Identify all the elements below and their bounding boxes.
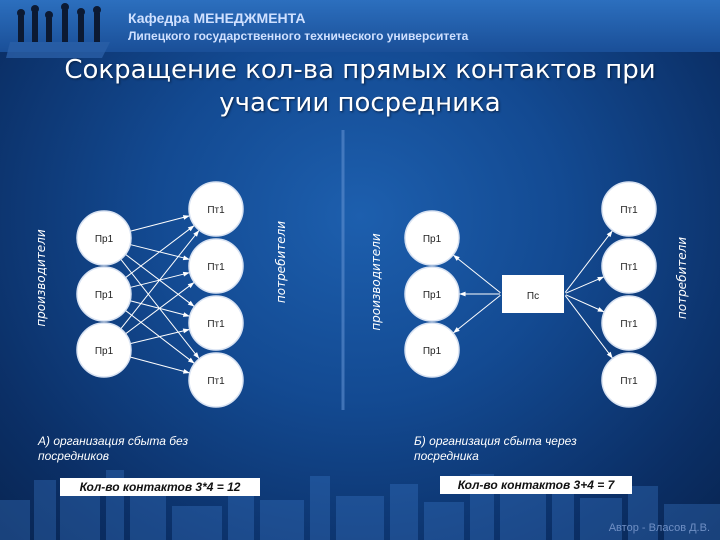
author-credit: Автор - Власов Д.В.	[608, 522, 710, 534]
left-count-box: Кол-во контактов 3*4 = 12	[60, 478, 260, 496]
left-edge-2-3	[129, 356, 191, 374]
left-caption: А) организация сбыта без посредников	[38, 434, 189, 463]
header-bar	[0, 0, 720, 52]
header-line2: Липецкого государственного технического …	[128, 29, 469, 43]
left-consumer-3-label: Пт1	[207, 376, 225, 387]
right-consumer-1-circle	[601, 238, 657, 294]
left-consumer-2-label: Пт1	[207, 319, 225, 330]
right-producer-1-label: Пр1	[423, 290, 442, 301]
right-edge-producer-2	[452, 294, 501, 334]
slide-title: Сокращение кол-ва прямых контактов при у…	[0, 54, 720, 120]
left-consumer-1-label: Пт1	[207, 262, 225, 273]
title-line2: участии посредника	[219, 88, 501, 118]
right-producer-1-circle	[404, 266, 460, 322]
left-consumer-0-circle	[188, 181, 244, 237]
right-consumer-3-label: Пт1	[620, 376, 638, 387]
left-edge-0-1	[130, 244, 190, 261]
left-consumer-0: Пт1	[188, 181, 244, 237]
right-caption: Б) организация сбыта через посредника	[414, 434, 577, 463]
left-edges	[120, 215, 200, 374]
left-producer-1: Пр1	[76, 266, 132, 322]
right-producer-0-label: Пр1	[423, 234, 442, 245]
left-consumers-label: потребители	[274, 221, 288, 303]
left-producer-1-circle	[76, 266, 132, 322]
left-producer-2-label: Пр1	[95, 346, 114, 357]
right-consumer-0-circle	[601, 181, 657, 237]
left-edge-1-0	[125, 224, 195, 279]
left-producer-0-label: Пр1	[95, 234, 114, 245]
intermediary-label: Пс	[527, 291, 539, 302]
left-edge-2-1	[125, 281, 195, 335]
right-edge-consumer-3	[564, 295, 614, 359]
right-producer-2-label: Пр1	[423, 346, 442, 357]
right-consumer-0-label: Пт1	[620, 205, 638, 216]
right-producer-0-circle	[404, 210, 460, 266]
right-producer-1: Пр1	[404, 266, 460, 322]
right-edge-producer-1	[459, 291, 500, 297]
right-edge-producer-0	[452, 254, 501, 294]
right-edge-consumer-2	[565, 294, 605, 313]
right-consumer-3: Пт1	[601, 352, 657, 408]
left-consumer-1: Пт1	[188, 238, 244, 294]
left-edge-2-0	[120, 229, 200, 330]
right-consumer-1: Пт1	[601, 238, 657, 294]
left-consumer-2: Пт1	[188, 295, 244, 351]
left-producer-2-circle	[76, 322, 132, 378]
right-consumers-label: потребители	[675, 237, 689, 319]
left-consumer-1-circle	[188, 238, 244, 294]
right-producer-0: Пр1	[404, 210, 460, 266]
left-consumer-0-label: Пт1	[207, 205, 225, 216]
title-line1: Сокращение кол-ва прямых контактов при	[64, 55, 656, 85]
right-consumer-2-label: Пт1	[620, 319, 638, 330]
right-edge-consumer-1	[565, 276, 605, 294]
left-edge-0-0	[130, 215, 190, 232]
right-producers-label: производители	[369, 233, 383, 331]
right-consumer-2-circle	[601, 295, 657, 351]
left-edge-1-2	[130, 300, 190, 317]
left-consumer-3: Пт1	[188, 352, 244, 408]
right-producer-2-circle	[404, 322, 460, 378]
logo-icon	[6, 3, 110, 58]
right-producer-2: Пр1	[404, 322, 460, 378]
right-consumer-2: Пт1	[601, 295, 657, 351]
right-consumer-0: Пт1	[601, 181, 657, 237]
right-count-box: Кол-во контактов 3+4 = 7	[440, 476, 632, 494]
header-line1: Кафедра МЕНЕДЖМЕНТА	[128, 10, 306, 26]
left-consumer-3-circle	[188, 352, 244, 408]
right-consumer-3-circle	[601, 352, 657, 408]
intermediary-box	[502, 275, 564, 313]
left-producers-label: производители	[34, 229, 48, 327]
right-consumer-1-label: Пт1	[620, 262, 638, 273]
left-edge-2-2	[130, 328, 190, 345]
right-edges	[452, 230, 614, 359]
intermediary-node: Пс	[502, 275, 564, 313]
left-producer-1-label: Пр1	[95, 290, 114, 301]
left-producer-0: Пр1	[76, 210, 132, 266]
left-producer-0-circle	[76, 210, 132, 266]
left-producer-2: Пр1	[76, 322, 132, 378]
left-consumer-2-circle	[188, 295, 244, 351]
right-edge-consumer-0	[564, 230, 613, 293]
